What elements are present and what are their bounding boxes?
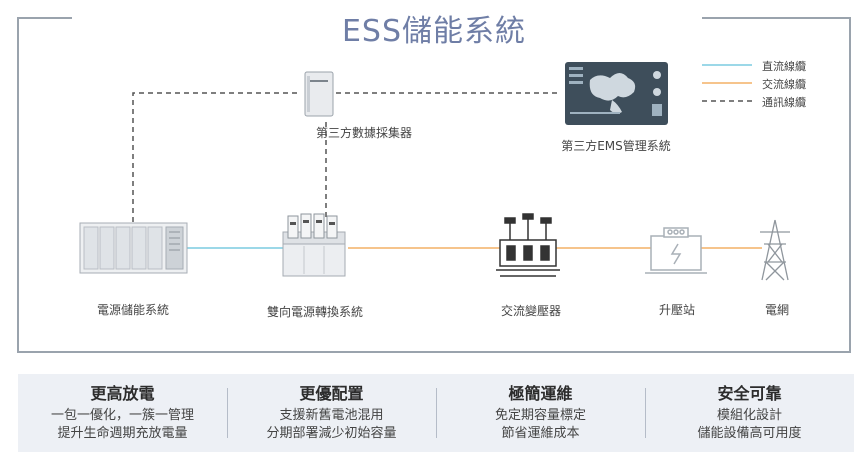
features-footer: 更高放電 一包一優化，一簇一管理 提升生命週期充放電量 更優配置 支援新舊電池混… [18, 374, 854, 452]
ess-diagram: ESS儲能系統 直流線纜 交流線纜 通訊線纜 第三方數據採集器 第三方EMS管理… [17, 14, 851, 353]
transformer-label: 交流變壓器 [500, 304, 562, 318]
transformer-icon [496, 213, 560, 277]
feature-divider [227, 388, 228, 438]
feature-title: 極簡運維 [508, 384, 573, 403]
battery-label: 電源儲能系統 [96, 303, 170, 317]
feature-line: 一包一優化，一簇一管理 [50, 408, 194, 423]
feature-line: 模組化設計 [716, 408, 782, 423]
power-tower-icon [760, 219, 790, 281]
collector-icon [304, 71, 334, 117]
diagram-canvas [17, 17, 851, 353]
legend-dc-label: 直流線纜 [762, 60, 806, 73]
feature-title: 更優配置 [299, 384, 364, 403]
substation-label: 升壓站 [658, 303, 696, 317]
collector-label: 第三方數據採集器 [315, 126, 413, 140]
pcs-icon [282, 213, 346, 277]
legend-ac-label: 交流線纜 [762, 78, 806, 91]
substation-icon [645, 227, 707, 274]
ems-dashboard-icon [565, 62, 668, 125]
battery-rack-icon [79, 222, 188, 274]
frame [17, 17, 851, 353]
diagram-title: ESS儲能系統 [341, 14, 527, 49]
feature-discharge: 更高放電 一包一優化，一簇一管理 提升生命週期充放電量 [18, 374, 227, 452]
feature-line: 免定期容量標定 [494, 408, 586, 423]
feature-line: 支援新舊電池混用 [279, 408, 384, 423]
pcs-label: 雙向電源轉換系統 [266, 305, 364, 319]
feature-title: 更高放電 [90, 384, 155, 403]
feature-title: 安全可靠 [717, 384, 782, 403]
feature-line: 分期部署減少初始容量 [266, 426, 397, 441]
feature-maintenance: 極簡運維 免定期容量標定 節省運維成本 [436, 374, 645, 452]
feature-safety: 安全可靠 模組化設計 儲能設備高可用度 [645, 374, 854, 452]
feature-line: 節省運維成本 [501, 426, 580, 441]
feature-divider [436, 388, 437, 438]
communication-lines [132, 92, 560, 222]
feature-line: 提升生命週期充放電量 [57, 426, 188, 441]
feature-line: 儲能設備高可用度 [697, 426, 802, 441]
feature-divider [645, 388, 646, 438]
legend-comm-label: 通訊線纜 [762, 96, 806, 109]
grid-label: 電網 [764, 303, 790, 317]
feature-config: 更優配置 支援新舊電池混用 分期部署減少初始容量 [227, 374, 436, 452]
ems-label: 第三方EMS管理系統 [561, 139, 671, 153]
comm-line-battery [132, 92, 300, 222]
